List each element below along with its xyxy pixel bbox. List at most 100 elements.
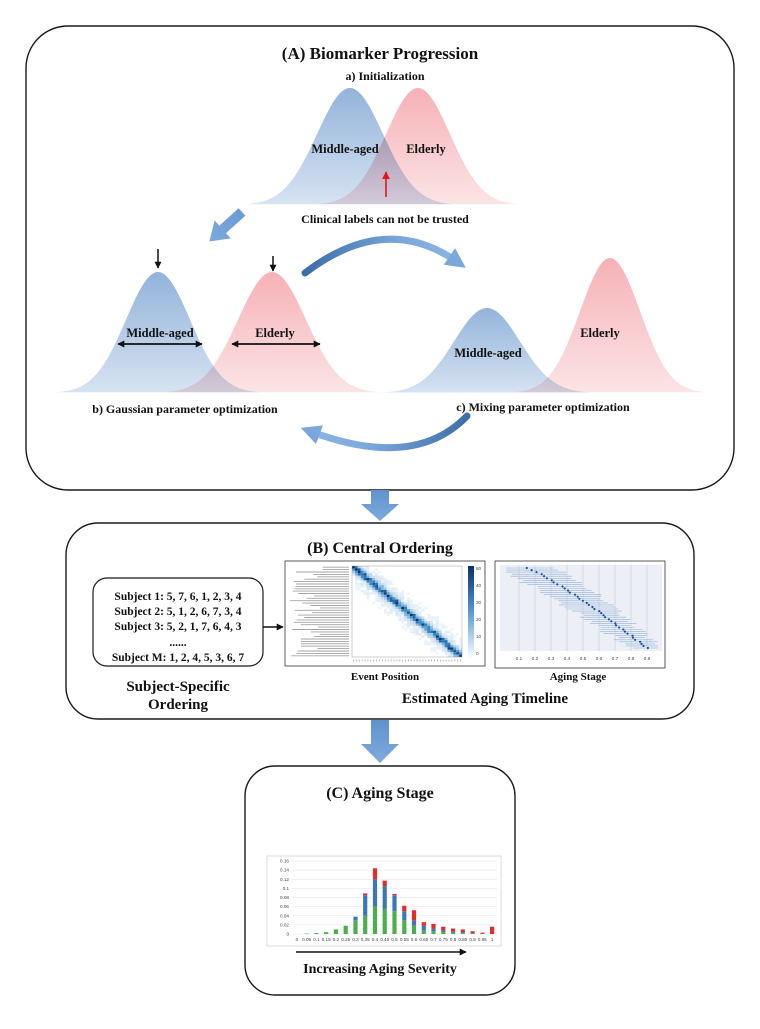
heatmap-cell [459,640,463,643]
heatmap-cell [380,580,384,583]
heatmap-cell [424,642,428,646]
heatmap-cell [372,585,376,588]
panel-b-title: (B) Central Ordering [307,540,453,557]
heatmap-cell [441,635,445,638]
bar-segment [392,893,397,896]
heatmap-cell [430,623,434,626]
heatmap-cell [366,577,370,581]
heatmap-cell [360,566,364,569]
heatmap-cell [412,630,416,634]
bar-chart-x-tick-label: 0.85 [458,937,467,942]
heatmap-cell [453,654,457,658]
bar-segment [490,926,495,934]
heatmap-cell [424,628,428,631]
heatmap-cell [386,592,390,595]
heatmap-cell [389,611,393,614]
timeline-point [642,644,645,648]
bar-segment [363,895,368,916]
heatmap-cell [357,566,361,569]
init-elderly-label: Elderly [406,142,446,156]
heatmap-cell [421,630,425,634]
bar-segment [392,895,397,912]
heatmap-cell [404,606,408,610]
heatmap-cell [378,597,381,600]
bar-segment [353,916,358,921]
heatmap-cell [366,589,370,593]
bar-chart-x-tick-label: 0.2 [333,937,340,942]
heatmap-cell [409,611,413,614]
heatmap-cell [435,640,439,643]
heatmap-cell [366,585,370,588]
bar-chart-y-tick-label: 0.16 [280,859,289,864]
heatmap-cell [435,616,439,619]
timeline-point [593,607,596,611]
timeline-point [618,626,621,629]
heatmap-cell [389,587,393,590]
heatmap-cell [430,630,434,634]
heatmap-cell [421,625,425,629]
heatmap-cell [459,642,463,646]
heatmap-cell [430,635,434,638]
heatmap-cell [395,609,399,612]
bar-segment [402,920,407,934]
heatmap-cell [383,609,387,612]
bar-chart-x-tick-label: 0.35 [361,937,370,942]
clinical-labels-warning: Clinical labels can not be trusted [301,212,469,226]
mixing-opt-elderly-distribution [514,258,706,393]
heatmap-cell [424,618,428,622]
heatmap-cell [421,609,425,612]
heatmap-colorbar [468,566,474,657]
bar-chart-x-tick-label: 0.7 [430,937,437,942]
heatmap-cell [407,625,410,629]
heatmap-cell [357,582,361,586]
heatmap-cell [392,587,396,590]
heatmap-cell [438,642,442,646]
bar-segment [343,925,348,934]
timeline-point [614,622,617,625]
heatmap-cell [386,613,390,617]
timeline-x-tick-label: 0.7 [612,656,619,661]
bar-segment [382,908,387,934]
heatmap-cell [386,601,390,605]
bar-segment [372,906,378,935]
heatmap-cell [407,623,410,626]
timeline-point [604,616,607,619]
heatmap-cell [363,566,367,569]
heatmap-cell [450,647,454,650]
heatmap-cell [415,628,419,631]
heatmap-cell [383,604,387,607]
heatmap-cell [386,587,390,590]
heatmap-cell [418,616,422,619]
heatmap-cell [459,647,463,650]
heatmap-cell [354,570,358,574]
heatmap-cell [395,604,399,607]
heatmap-cell [398,618,402,622]
heatmap-cell [375,599,379,602]
heatmap-cell [369,580,373,583]
bar-segment [333,929,338,934]
heatmap-cell [354,580,358,583]
colorbar-tick-label: 50 [476,566,482,571]
heatmap-cell [424,606,428,610]
timeline-point [610,620,613,623]
heatmap-cell [372,575,376,579]
heatmap-cell [352,570,355,574]
bar-segment [441,932,446,934]
timeline-point [591,605,594,609]
heatmap-cell [421,628,425,631]
heatmap-cell [354,575,358,579]
heatmap-cell [424,630,428,634]
heatmap-cell [450,640,454,643]
heatmap-cell [360,589,364,593]
heatmap-cell [435,618,439,622]
heatmap-cell [409,628,413,631]
bar-segment [421,925,426,931]
heatmap-cell [409,616,413,619]
heatmap-cell [409,630,413,634]
timeline-point [640,642,643,646]
heatmap-cell [456,649,460,653]
heatmap-cell [404,601,408,605]
heatmap-cell [427,625,431,629]
heatmap-cell [433,640,436,643]
heatmap-cell [380,599,384,602]
